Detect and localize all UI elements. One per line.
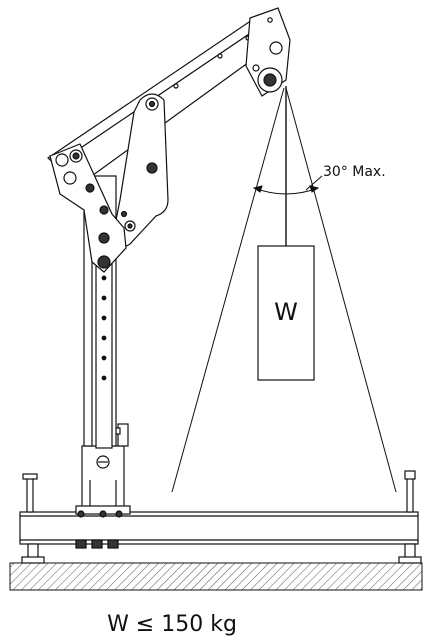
angle-label: 30° Max. (323, 164, 386, 180)
mast-base (75, 423, 131, 549)
ground-hatch (9, 562, 423, 591)
strut-linkage (111, 93, 169, 248)
base-frame (19, 470, 422, 564)
boom-root-plate (49, 143, 127, 273)
angle-cone (171, 87, 397, 493)
weight-box-label: W (274, 298, 298, 326)
weight-box (257, 245, 315, 381)
capacity-label: W ≤ 150 kg (107, 612, 237, 637)
